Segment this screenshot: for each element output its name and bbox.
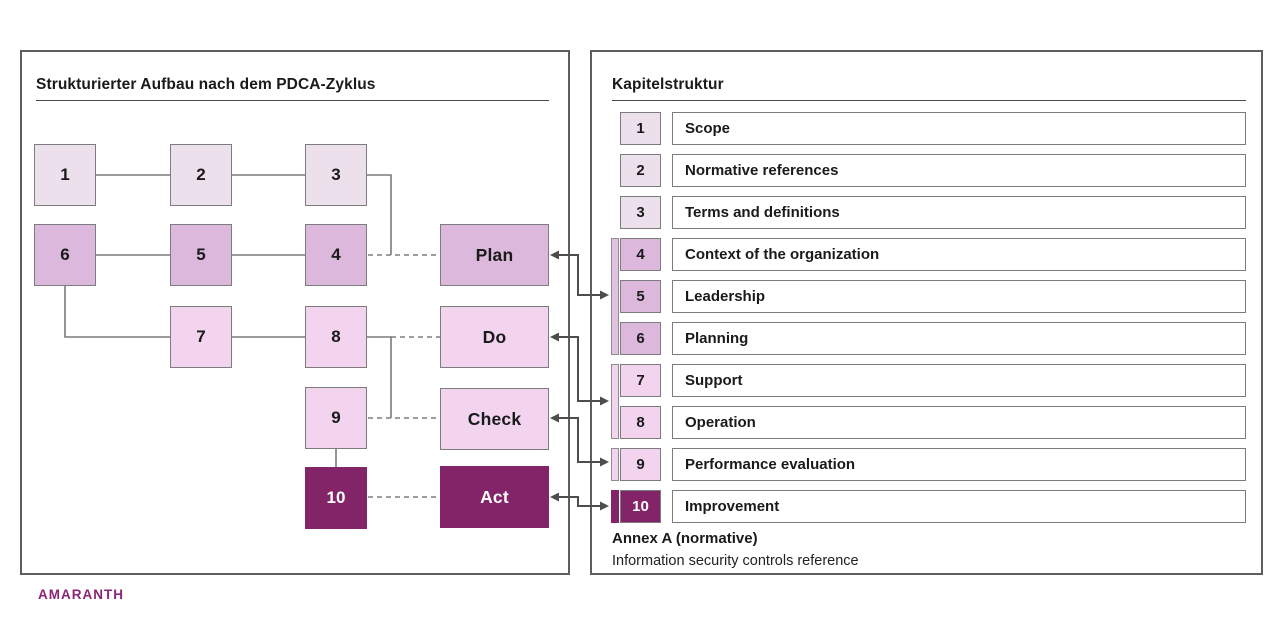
act-box: Act (440, 466, 549, 528)
chapter-title-1: Scope (672, 112, 1246, 145)
chapter-title-10: Improvement (672, 490, 1246, 523)
check-box: Check (440, 388, 549, 450)
chapter-number-9: 9 (620, 448, 661, 481)
chapter-number-7: 7 (620, 364, 661, 397)
chapter-number-8: 8 (620, 406, 661, 439)
chapter-number-2: 2 (620, 154, 661, 187)
chapter-title-2: Normative references (672, 154, 1246, 187)
flow-box-1: 1 (34, 144, 96, 206)
brand-logo: AMARANTH (38, 587, 124, 602)
chapter-title-7: Support (672, 364, 1246, 397)
bracket-chapter-10 (611, 490, 619, 523)
annex-subtitle: Information security controls reference (612, 553, 859, 569)
bracket-chapters-7-8 (611, 364, 619, 439)
chapter-title-3: Terms and definitions (672, 196, 1246, 229)
plan-box: Plan (440, 224, 549, 286)
chapter-number-4: 4 (620, 238, 661, 271)
chapter-number-6: 6 (620, 322, 661, 355)
chapter-title-9: Performance evaluation (672, 448, 1246, 481)
flow-box-2: 2 (170, 144, 232, 206)
chapter-title-8: Operation (672, 406, 1246, 439)
flow-box-7: 7 (170, 306, 232, 368)
do-box: Do (440, 306, 549, 368)
pdca-title-rule (36, 100, 549, 101)
bracket-chapters-4-6 (611, 238, 619, 355)
flow-box-8: 8 (305, 306, 367, 368)
flow-box-4: 4 (305, 224, 367, 286)
chapter-number-10: 10 (620, 490, 661, 523)
chapter-title-4: Context of the organization (672, 238, 1246, 271)
chapter-number-3: 3 (620, 196, 661, 229)
pdca-panel-title: Strukturierter Aufbau nach dem PDCA-Zykl… (36, 76, 376, 93)
flow-box-9: 9 (305, 387, 367, 449)
chapter-title-6: Planning (672, 322, 1246, 355)
chapter-panel-title: Kapitelstruktur (612, 76, 724, 93)
chapter-number-5: 5 (620, 280, 661, 313)
chapter-title-5: Leadership (672, 280, 1246, 313)
bracket-chapter-9 (611, 448, 619, 481)
annex-title: Annex A (normative) (612, 530, 758, 547)
flow-box-6: 6 (34, 224, 96, 286)
flow-box-10: 10 (305, 467, 367, 529)
flow-box-3: 3 (305, 144, 367, 206)
chapter-number-1: 1 (620, 112, 661, 145)
chapter-title-rule (612, 100, 1246, 101)
flow-box-5: 5 (170, 224, 232, 286)
